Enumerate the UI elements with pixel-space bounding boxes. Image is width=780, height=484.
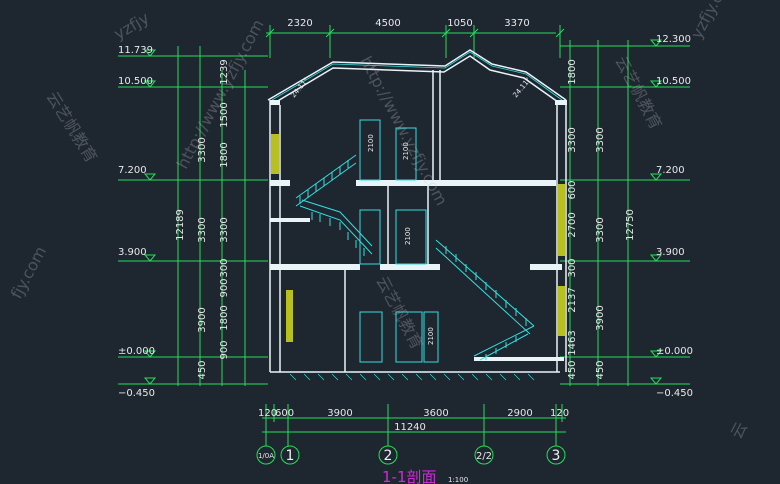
right-level-5: ±0.000: [656, 346, 693, 357]
bottom-dimension-chain: [262, 404, 566, 446]
top-dim-1: 2320: [287, 18, 312, 29]
top-dim-3: 1050: [447, 18, 472, 29]
bottom-dim-4: 3600: [423, 408, 448, 419]
left-level-6: −0.450: [118, 388, 155, 399]
door-height-2: 2100: [402, 142, 410, 160]
left-inner-dim-6: 900: [219, 278, 230, 297]
left-inner-dim-2: 1500: [219, 102, 230, 127]
ground-hatch: [289, 373, 535, 381]
right-total-dim: 12750: [625, 209, 636, 241]
right-inner-dim-8: 450: [567, 360, 578, 379]
right-level-lines: [560, 40, 690, 386]
bottom-dim-3: 3900: [327, 408, 352, 419]
left-mid-dim-3: 3900: [197, 307, 208, 332]
walls: [269, 70, 567, 372]
axis-label-1: 1: [286, 448, 295, 464]
left-level-4: 3.900: [118, 247, 147, 258]
section-title: 1-1剖面: [382, 468, 437, 484]
axis-bubbles: [256, 445, 566, 465]
door-height-4: 2100: [427, 327, 435, 345]
bottom-dim-2: 600: [275, 408, 294, 419]
left-level-2: 10.500: [118, 76, 153, 87]
right-inner-dim-6: 2137: [567, 287, 578, 312]
left-inner-dim-1: 1239: [219, 59, 230, 84]
bottom-dim-6: 120: [550, 408, 569, 419]
right-inner-dim-4: 2700: [567, 212, 578, 237]
right-level-3: 7.200: [656, 165, 685, 176]
right-inner-dim-1: 1800: [567, 59, 578, 84]
stair-lower: [435, 239, 535, 361]
left-total-dim: 12189: [175, 209, 186, 241]
roof: [267, 49, 567, 103]
axis-label-2: 2: [384, 448, 393, 464]
watermark-2: 云艺帆教育: [43, 88, 102, 166]
left-level-triangles: [143, 49, 157, 385]
right-inner-dim-3: 600: [567, 180, 578, 199]
watermark-3: yzfjy: [111, 8, 153, 43]
top-dim-2: 4500: [375, 18, 400, 29]
left-level-3: 7.200: [118, 165, 147, 176]
watermark-5: 云艺帆教育: [611, 53, 665, 133]
axis-label-2-2: 2/2: [476, 451, 492, 462]
left-mid-dim-4: 450: [197, 360, 208, 379]
watermark-8: 云艺帆教育: [372, 273, 426, 353]
top-dimension-chain: [265, 25, 565, 58]
right-inner-dim-7: 1463: [567, 330, 578, 355]
left-inner-dim-4: 3300: [219, 217, 230, 242]
left-level-1: 11.739: [118, 45, 153, 56]
right-mid-dim-2: 3300: [595, 217, 606, 242]
right-mid-dim-4: 450: [595, 360, 606, 379]
bottom-dim-1: 120: [258, 408, 277, 419]
left-inner-dim-7: 1800: [219, 305, 230, 330]
right-level-6: −0.450: [656, 388, 693, 399]
right-level-triangles: [649, 39, 663, 385]
right-level-2: 10.500: [656, 76, 691, 87]
top-dim-4: 3370: [504, 18, 529, 29]
right-inner-dim-2: 3300: [567, 127, 578, 152]
right-level-4: 3.900: [656, 247, 685, 258]
left-inner-dim-3: 1800: [219, 142, 230, 167]
right-mid-dim-3: 3900: [595, 305, 606, 330]
doors: [359, 119, 439, 363]
stair-upper: [295, 154, 373, 256]
door-height-3: 2100: [404, 227, 412, 245]
left-mid-dim-2: 3300: [197, 217, 208, 242]
watermark-7: yzfjy.com: [687, 0, 739, 42]
axis-label-3: 3: [552, 448, 561, 464]
watermark-9: 云: [727, 419, 751, 442]
watermarks: http://www.yzfjy.com 云艺帆教育 yzfjy http://…: [7, 0, 751, 442]
roof-angle-right: 24.11°: [511, 76, 532, 99]
right-inner-dim-5: 300: [567, 258, 578, 277]
roof-insulation: [271, 51, 563, 101]
left-inner-dim-5: 300: [219, 258, 230, 277]
section-scale: 1:100: [448, 476, 468, 484]
windows: [271, 134, 565, 342]
bottom-dim-5: 2900: [507, 408, 532, 419]
door-height-1: 2100: [367, 134, 375, 152]
right-level-1: 12.300: [656, 34, 691, 45]
left-level-5: ±0.000: [118, 346, 155, 357]
axis-label-0a: 1/0A: [258, 452, 274, 460]
total-width-dim: 11240: [394, 422, 426, 433]
watermark-6: fjy.com: [7, 243, 50, 302]
building-section: 24.11° 24.11°: [267, 49, 567, 381]
left-level-lines: [118, 46, 268, 386]
left-inner-dim-8: 900: [219, 340, 230, 359]
left-mid-dim-1: 3300: [197, 137, 208, 162]
right-mid-dim-1: 3300: [595, 127, 606, 152]
